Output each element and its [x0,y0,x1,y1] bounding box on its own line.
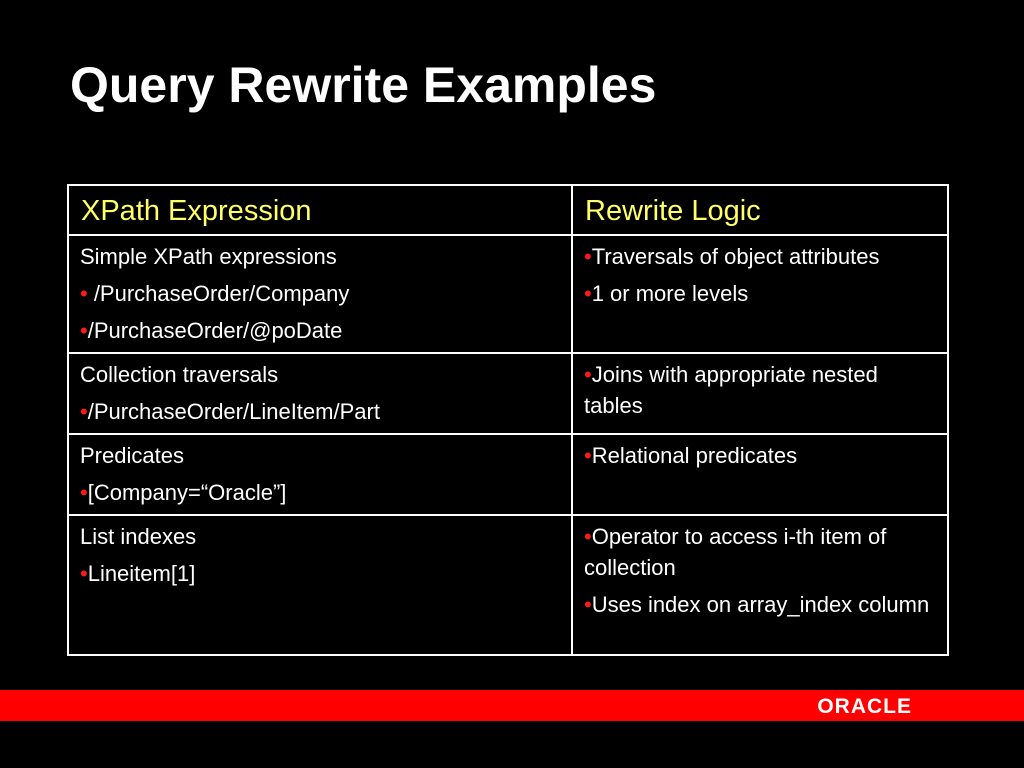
rewrite-logic-cell: •Relational predicates [571,433,949,516]
cell-line: Predicates [80,440,563,471]
cell-text: Lineitem[1] [87,561,196,586]
xpath-cell: Predicates •[Company=“Oracle”] [67,433,573,516]
bullet: • [584,592,592,617]
cell-line: List indexes [80,521,563,552]
cell-text: [Company=“Oracle”] [87,480,287,505]
header-rewrite-logic: Rewrite Logic [571,184,949,236]
rewrite-examples-table: XPath Expression Rewrite Logic Simple XP… [67,184,949,656]
xpath-cell: Collection traversals •/PurchaseOrder/Li… [67,352,573,435]
cell-line: •Relational predicates [584,440,939,471]
cell-text: Predicates [80,443,184,468]
table-header-row: XPath Expression Rewrite Logic [67,184,949,236]
table-row: Predicates •[Company=“Oracle”] •Relation… [67,433,949,516]
cell-text: Collection traversals [80,362,279,387]
cell-text: List indexes [80,524,197,549]
xpath-cell: Simple XPath expressions • /PurchaseOrde… [67,234,573,354]
cell-line: •[Company=“Oracle”] [80,477,563,508]
bullet: • [80,399,88,424]
oracle-logo-text: ORACLE [817,695,912,718]
rewrite-logic-cell: •Joins with appropriate nested tables [571,352,949,435]
cell-line: Collection traversals [80,359,563,390]
slide-title: Query Rewrite Examples [70,57,657,113]
bullet: • [584,524,592,549]
bullet: • [80,281,88,306]
cell-text: Traversals of object attributes [591,244,880,269]
table-row: List indexes •Lineitem[1] •Operator to a… [67,514,949,656]
bullet: • [584,362,592,387]
cell-line: •/PurchaseOrder/@poDate [80,315,563,346]
bullet: • [80,318,88,343]
cell-text: /PurchaseOrder/@poDate [87,318,343,343]
cell-line: •Operator to access i-th item of collect… [584,521,939,583]
cell-text: /PurchaseOrder/LineItem/Part [87,399,380,424]
rewrite-logic-cell: •Operator to access i-th item of collect… [571,514,949,656]
cell-text: Operator to access i-th item of collecti… [584,524,887,580]
cell-line: •Lineitem[1] [80,558,563,589]
cell-line: •Traversals of object attributes [584,241,939,272]
cell-line: •Uses index on array_index column [584,589,939,620]
table-row: Collection traversals •/PurchaseOrder/Li… [67,352,949,435]
bullet: • [584,244,592,269]
cell-text: 1 or more levels [591,281,749,306]
cell-text: Simple XPath expressions [80,244,337,269]
cell-line: Simple XPath expressions [80,241,563,272]
bullet: • [584,443,592,468]
cell-line: •1 or more levels [584,278,939,309]
cell-text: Joins with appropriate nested tables [584,362,878,418]
rewrite-logic-cell: •Traversals of object attributes •1 or m… [571,234,949,354]
brand-bar: ORACLE [0,690,1024,721]
header-xpath-expression: XPath Expression [67,184,573,236]
cell-line: •/PurchaseOrder/LineItem/Part [80,396,563,427]
oracle-logo: ORACLE [817,695,912,718]
bullet: • [80,561,88,586]
cell-text: Uses index on array_index column [591,592,930,617]
cell-line: •Joins with appropriate nested tables [584,359,939,421]
cell-line: • /PurchaseOrder/Company [80,278,563,309]
xpath-cell: List indexes •Lineitem[1] [67,514,573,656]
cell-text: /PurchaseOrder/Company [87,281,350,306]
cell-text: Relational predicates [591,443,798,468]
table-row: Simple XPath expressions • /PurchaseOrde… [67,234,949,354]
bullet: • [584,281,592,306]
bullet: • [80,480,88,505]
